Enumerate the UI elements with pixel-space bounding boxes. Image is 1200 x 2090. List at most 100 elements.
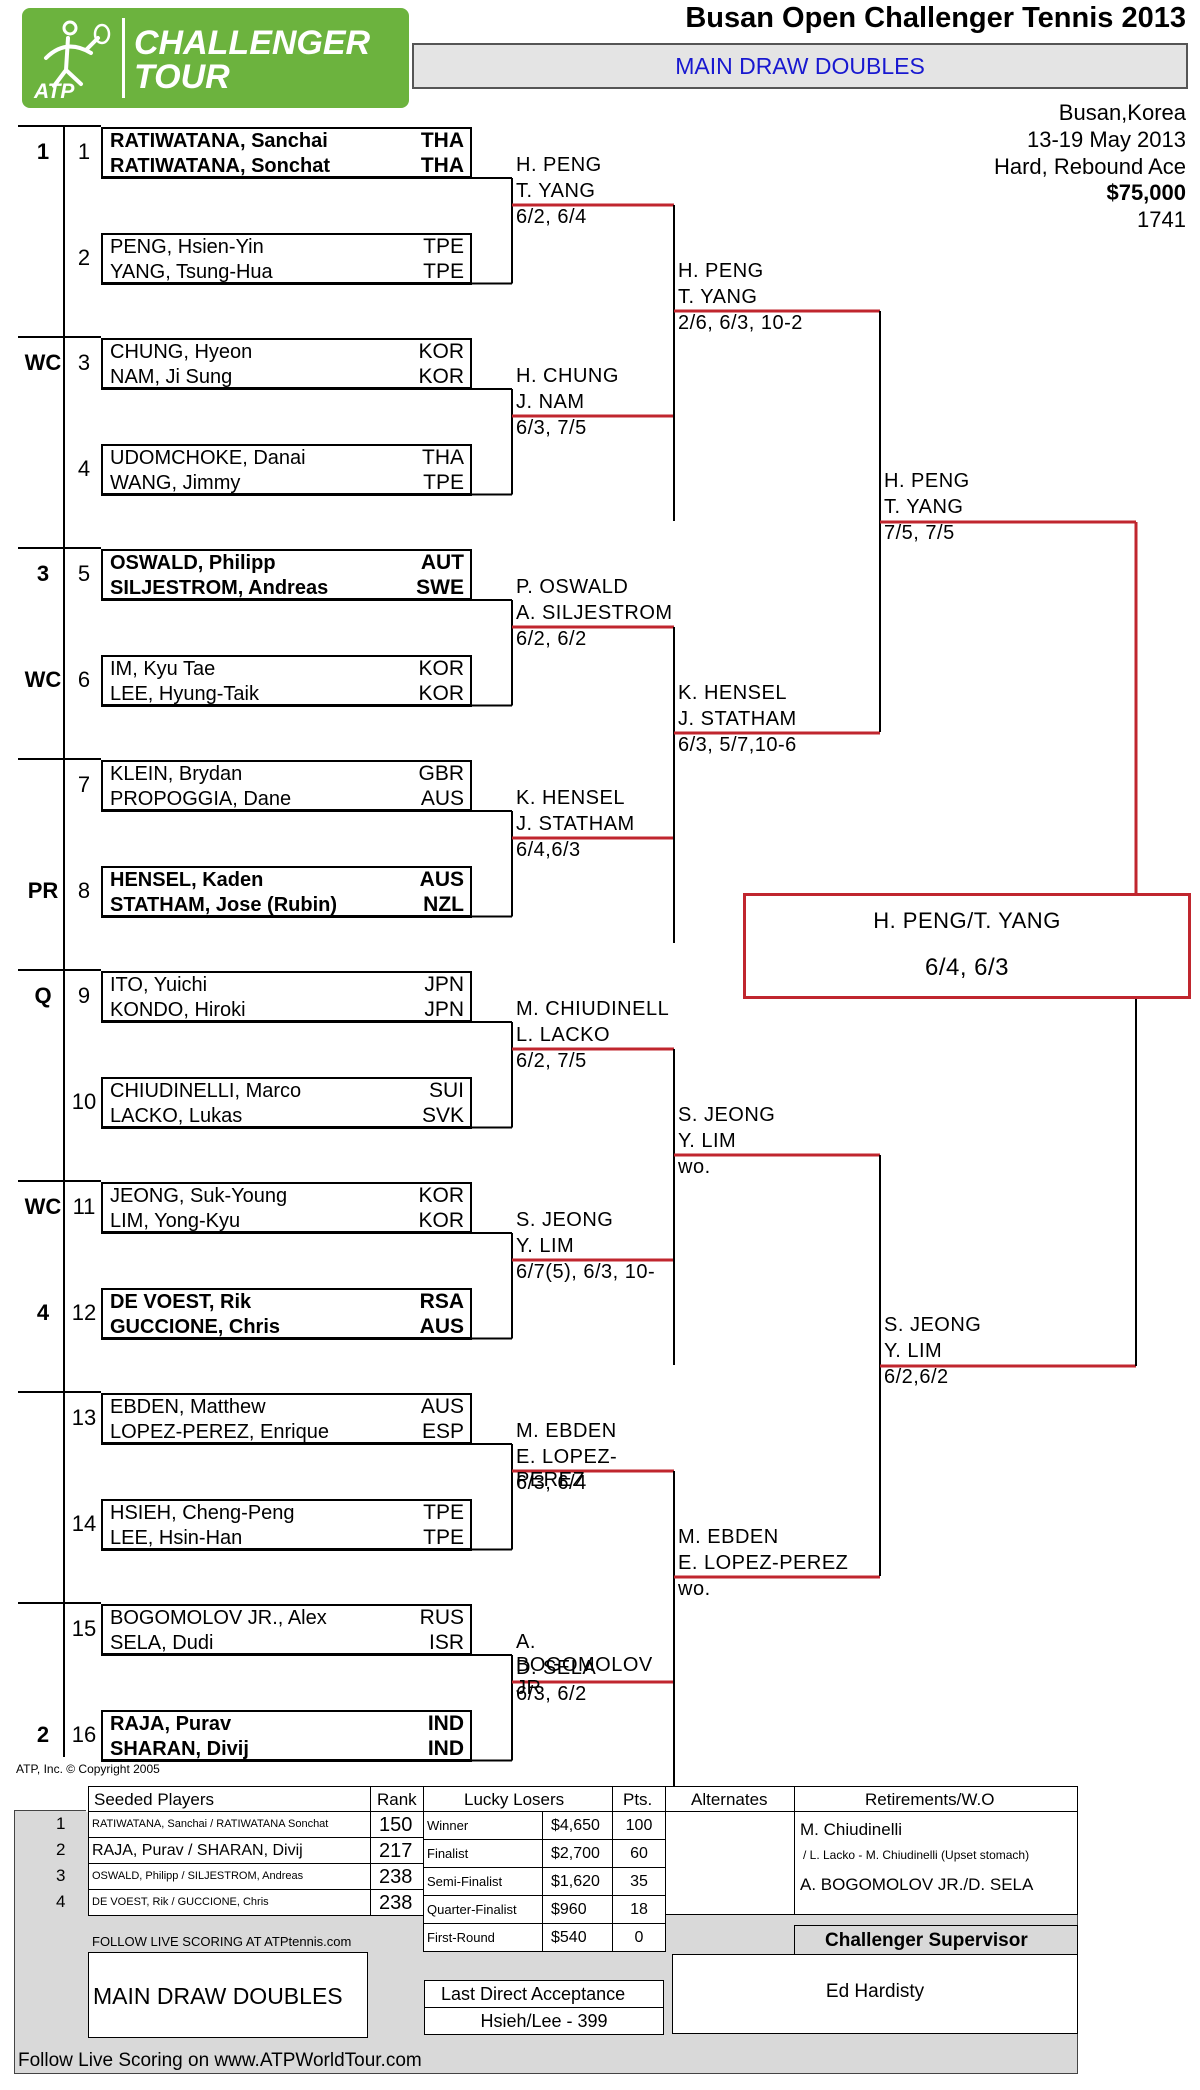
- prize-points: 100: [625, 1817, 653, 1834]
- lda-header-cell: Last Direct Acceptance: [424, 1980, 664, 2008]
- round2-score: 6/3, 6/4: [516, 1472, 587, 1494]
- player-2-name: YANG, Tsung-Hua: [110, 260, 273, 283]
- player-2-country: TPE: [423, 1525, 464, 1549]
- player-2-name: GUCCIONE, Chris: [110, 1315, 281, 1338]
- lda-cell: Hsieh/Lee - 399: [424, 2007, 664, 2035]
- seed-label: 2: [36, 1721, 50, 1747]
- player-1-name: OSWALD, Philipp: [110, 552, 276, 574]
- round2-team-line2: J. STATHAM: [516, 813, 635, 835]
- alternates-header: Alternates: [691, 1790, 768, 1809]
- prize-round-cell: Quarter-Finalist: [423, 1895, 543, 1924]
- logo-divider: [122, 18, 125, 98]
- round2-team-line2: J. NAM: [516, 391, 585, 413]
- prize-round: First-Round: [427, 1930, 495, 1945]
- prize-money: $960: [551, 1901, 587, 1918]
- player-1-country: KOR: [418, 340, 464, 363]
- seeded-rank-cell: 150: [370, 1811, 424, 1838]
- retirement-3: A. BOGOMOLOV JR./D. SELA: [800, 1875, 1034, 1894]
- lucky-header-cell: Lucky Losers: [423, 1786, 613, 1812]
- round3-score: wo.: [678, 1156, 711, 1178]
- player-1-name: HSIEH, Cheng-Peng: [110, 1501, 295, 1524]
- player-2-country: KOR: [418, 365, 464, 388]
- pts-header: Pts.: [623, 1790, 653, 1809]
- round2-score: 6/3, 6/2: [516, 1683, 587, 1705]
- prize-round: Finalist: [427, 1846, 469, 1861]
- player-1-country: AUS: [420, 1395, 464, 1418]
- draw-position: 7: [77, 772, 91, 797]
- round3-team-line2: Y. LIM: [678, 1130, 737, 1152]
- seeded-name-cell: OSWALD, Philipp / SILJESTROM, Andreas: [88, 1863, 371, 1890]
- rank-header-cell: Rank: [370, 1786, 424, 1812]
- seeded-name-cell: RAJA, Purav / SHARAN, Divij: [88, 1837, 371, 1864]
- prize-money-cell: $4,650: [542, 1811, 613, 1840]
- supervisor-header: Challenger Supervisor: [825, 1930, 1028, 1951]
- seed-number: 1: [56, 1814, 66, 1833]
- round3-score: 2/6, 6/3, 10-2: [678, 312, 803, 334]
- round3-team-line2: T. YANG: [678, 286, 758, 308]
- player-1-name: EBDEN, Matthew: [110, 1396, 266, 1418]
- player-1-name: IM, Kyu Tae: [110, 657, 216, 680]
- prize-money-cell: $960: [542, 1895, 613, 1924]
- follow-small: FOLLOW LIVE SCORING AT ATPtennis.com: [92, 1934, 352, 1949]
- round2-team-line1: M. EBDEN: [516, 1420, 617, 1442]
- draw-position: 4: [77, 455, 91, 481]
- round3-score: 6/3, 5/7,10-6: [678, 734, 797, 756]
- follow-big: Follow Live Scoring on www.ATPWorldTour.…: [18, 2050, 422, 2071]
- seeded-rank-cell: 238: [370, 1889, 424, 1916]
- seed-label: WC: [24, 350, 62, 375]
- prize-points: 60: [630, 1845, 648, 1862]
- player-1-name: PENG, Hsien-Yin: [110, 235, 264, 258]
- round2-team-line1: A. BOGOMOLOV JR: [516, 1631, 653, 1699]
- player-1-country: KOR: [418, 1184, 464, 1207]
- logo-line2: TOUR: [134, 58, 230, 96]
- draw-label-cell: MAIN DRAW DOUBLES: [88, 1952, 368, 2038]
- round2-team-line1: S. JEONG: [516, 1209, 614, 1231]
- player-1-name: JEONG, Suk-Young: [110, 1185, 288, 1207]
- round3-team-line1: M. EBDEN: [678, 1526, 779, 1548]
- prize-points-cell: 0: [612, 1923, 666, 1952]
- lucky-header: Lucky Losers: [464, 1790, 565, 1809]
- draw-position: 12: [71, 1299, 97, 1325]
- draw-position: 11: [72, 1194, 96, 1219]
- player-2-name: SHARAN, Divij: [110, 1737, 249, 1760]
- player-1-country: THA: [420, 129, 464, 152]
- bracket-lines: [18, 125, 1138, 1787]
- player-1-country: TPE: [423, 1500, 464, 1524]
- player-1-name: DE VOEST, Rik: [110, 1290, 252, 1313]
- player-2-country: ISR: [428, 1631, 464, 1654]
- prize-points-cell: 100: [612, 1811, 666, 1840]
- player-2-name: LACKO, Lukas: [110, 1104, 243, 1127]
- draw-banner: MAIN DRAW DOUBLES: [412, 43, 1188, 89]
- draw-position: 5: [77, 561, 91, 586]
- player-1-country: AUS: [419, 867, 464, 891]
- seeded-header-cell: Seeded Players: [88, 1786, 371, 1812]
- round2-score: 6/2, 7/5: [516, 1050, 587, 1072]
- alternates-cell: [665, 1811, 795, 1915]
- alternates-header-cell: Alternates: [665, 1786, 795, 1812]
- seeded-team: OSWALD, Philipp / SILJESTROM, Andreas: [92, 1870, 304, 1882]
- player-2-name: RATIWATANA, Sonchat: [110, 155, 330, 177]
- player-1-country: THA: [422, 445, 464, 469]
- prize-money: $1,620: [551, 1873, 600, 1890]
- retire-header: Retirements/W.O: [865, 1790, 995, 1809]
- tournament-location: Busan,Korea: [1058, 100, 1186, 125]
- player-2-country: AUS: [419, 1314, 464, 1338]
- prize-round: Quarter-Finalist: [427, 1902, 517, 1917]
- draw-label: MAIN DRAW DOUBLES: [93, 1983, 343, 2009]
- round2-team-line1: M. CHIUDINELL: [516, 998, 670, 1020]
- footer-header-strip: [86, 1786, 1086, 1812]
- seeded-team: RATIWATANA, Sanchai / RATIWATANA Sonchat: [92, 1818, 329, 1830]
- player-2-country: TPE: [423, 470, 464, 494]
- seeded-name-cell: DE VOEST, Rik / GUCCIONE, Chris: [88, 1889, 371, 1916]
- prize-money-cell: $540: [542, 1923, 613, 1952]
- player-2-name: SILJESTROM, Andreas: [110, 577, 329, 599]
